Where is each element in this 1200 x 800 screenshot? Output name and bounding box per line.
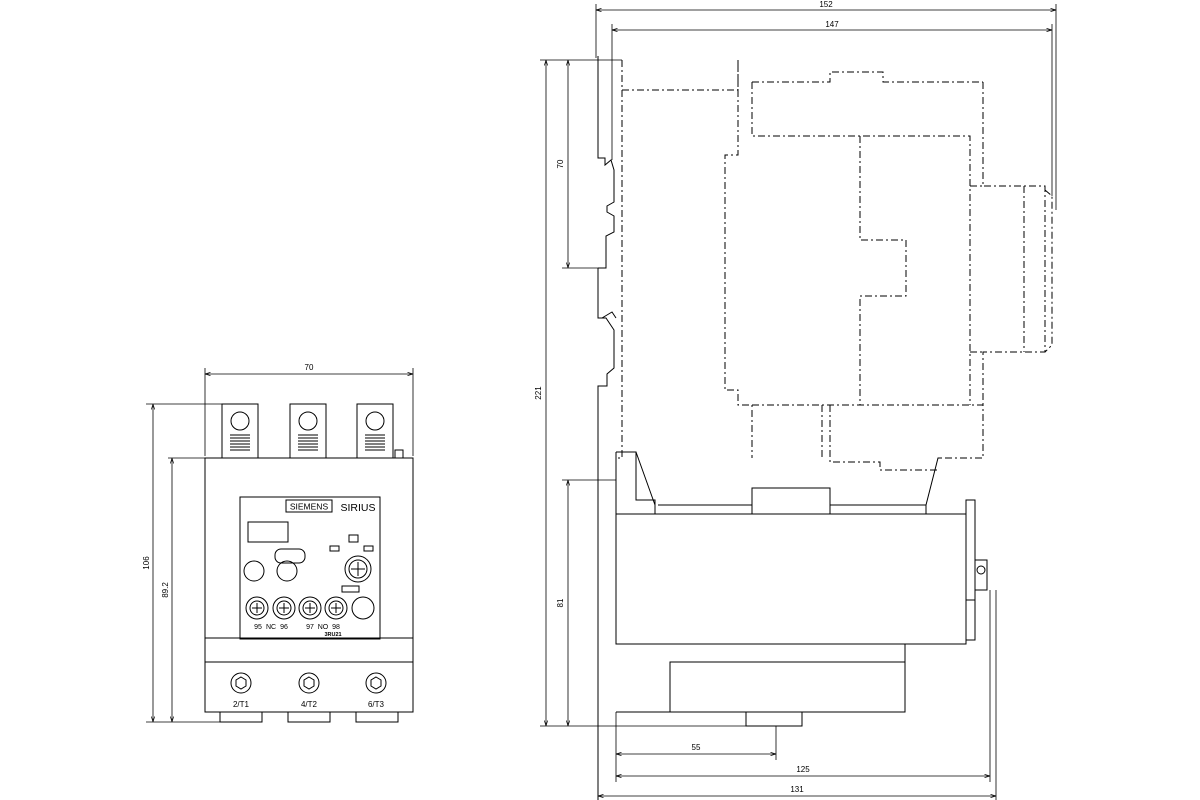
dim-front-height-body-label: 89.2	[161, 582, 170, 598]
terminal-label-2t1: 2/T1	[233, 700, 250, 709]
side-latch	[974, 559, 988, 591]
status-indicator-3	[363, 545, 374, 552]
contactor-outline	[615, 60, 1053, 471]
terminal-label-95: 95	[254, 624, 262, 631]
side-terminal-foot	[745, 711, 803, 727]
brand-box	[285, 499, 333, 513]
din-rail	[597, 56, 617, 800]
dim-overall-width: 152	[595, 0, 1057, 210]
cover-plug	[351, 596, 375, 620]
dim-terminal-offset: 55	[615, 712, 777, 760]
front-body	[204, 457, 414, 639]
foot-2	[287, 712, 331, 723]
terminal-label-6t3: 6/T3	[368, 700, 385, 709]
status-indicator-1	[348, 534, 359, 543]
dim-front-height-total: 106	[142, 403, 222, 723]
dim-front-width: 70	[204, 363, 414, 456]
dim-rail-spacing: 70	[556, 59, 622, 269]
dim-overall-width-label: 152	[819, 0, 833, 9]
mode-slider	[341, 585, 360, 593]
aux-terminal-screw-3	[298, 596, 322, 620]
overload-relay-body	[615, 451, 988, 727]
dim-front-height-body: 89.2	[161, 457, 205, 722]
terminal-label-no: NO	[318, 624, 329, 631]
dim-overall-height: 221	[534, 59, 746, 727]
terminal-label-4t2: 4/T2	[301, 700, 318, 709]
dim-relay-depth: 125	[615, 590, 991, 782]
bottom-terminal-2	[298, 672, 320, 694]
bottom-terminal-3	[365, 672, 387, 694]
bottom-terminal-1	[230, 672, 252, 694]
reset-button	[243, 560, 265, 582]
top-terminal-2	[289, 403, 327, 459]
dim-contactor-width-label: 147	[825, 20, 839, 29]
front-lower-band	[204, 637, 414, 663]
dim-terminal-offset-label: 55	[692, 743, 701, 752]
product-label: SIRIUS	[340, 502, 375, 514]
front-terminal-block	[204, 661, 414, 713]
dim-relay-depth-label: 125	[796, 765, 810, 774]
stop-button	[276, 560, 298, 582]
foot-3	[355, 712, 399, 723]
terminal-label-98: 98	[332, 624, 340, 631]
foot-1	[219, 712, 263, 723]
dim-front-height-total-label: 106	[142, 556, 151, 570]
dim-relay-depth-total: 131	[598, 590, 997, 800]
current-setting-window	[247, 521, 289, 543]
front-view: SIEMENS SIRIUS	[142, 363, 414, 723]
dim-relay-height-label: 81	[556, 598, 565, 607]
brand-label: SIEMENS	[290, 502, 329, 512]
side-view: 152 147 70 221 81 55	[534, 0, 1057, 800]
terminal-label-nc: NC	[266, 624, 276, 631]
aux-terminal-screw-2	[272, 596, 296, 620]
dim-front-width-label: 70	[305, 363, 314, 372]
top-terminal-3	[356, 403, 394, 459]
aux-terminal-screw-1	[245, 596, 269, 620]
test-button-cap	[274, 548, 306, 564]
dim-contactor-width: 147	[611, 20, 1053, 196]
top-terminal-1	[221, 403, 259, 459]
terminal-label-97: 97	[306, 624, 314, 631]
dim-overall-height-label: 221	[534, 386, 543, 400]
dim-rail-spacing-label: 70	[556, 159, 565, 168]
dim-relay-height: 81	[556, 479, 616, 726]
model-mark: 3RU21	[324, 632, 341, 638]
faceplate: SIEMENS SIRIUS	[239, 496, 381, 640]
dim-relay-depth-total-label: 131	[790, 785, 804, 794]
latch-tab	[394, 449, 404, 459]
setting-dial	[344, 555, 372, 583]
top-terminals	[221, 403, 404, 459]
aux-terminal-screw-4	[324, 596, 348, 620]
terminal-label-96: 96	[280, 624, 288, 631]
status-indicator-2	[329, 545, 340, 552]
